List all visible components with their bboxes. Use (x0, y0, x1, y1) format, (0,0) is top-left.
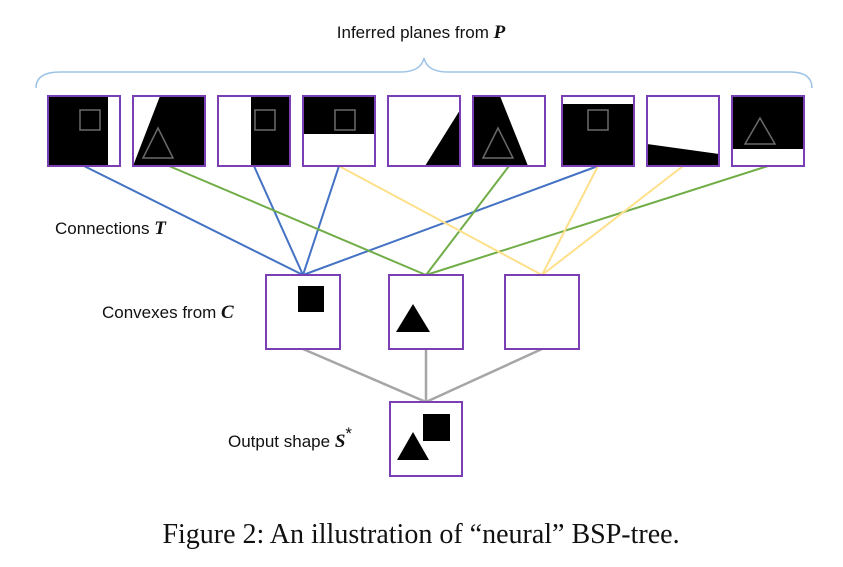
title-label: Inferred planes from P (337, 22, 506, 43)
plane-9 (731, 95, 805, 167)
connection-lines (83, 165, 769, 276)
figure-caption: Figure 2: An illustration of “neural” BS… (162, 519, 679, 550)
convex-square (265, 274, 341, 350)
convexes-label: Convexes from C (102, 302, 234, 323)
output-shape-box (389, 401, 463, 477)
plane-5 (387, 95, 461, 167)
output-label: Output shape S* (228, 424, 352, 452)
planes-brace (35, 57, 813, 89)
connection-line-4 (302, 165, 599, 276)
plane-3 (217, 95, 291, 167)
connection-line-6 (425, 165, 510, 276)
triangle-shape (396, 304, 430, 332)
output-triangle-shape (397, 432, 429, 460)
plane-7 (561, 95, 635, 167)
output-square-shape (423, 414, 450, 441)
connection-line-2 (253, 165, 304, 276)
line-square-to-output (302, 347, 427, 404)
plane-2 (132, 95, 206, 167)
connection-line-10 (541, 165, 684, 276)
plane-6 (472, 95, 546, 167)
output-lines (302, 347, 543, 404)
connection-line-1 (83, 165, 304, 276)
connection-line-7 (425, 165, 769, 276)
convex-triangle (388, 274, 464, 350)
connection-line-9 (541, 165, 599, 276)
connection-line-5 (168, 165, 427, 276)
square-shape (298, 286, 324, 312)
connection-line-3 (302, 165, 340, 276)
plane-8 (646, 95, 720, 167)
connection-line-8 (338, 165, 543, 276)
convex-empty (504, 274, 580, 350)
line-empty-to-output (425, 347, 543, 404)
connections-label: Connections T (55, 218, 167, 239)
plane-1 (47, 95, 121, 167)
plane-4 (302, 95, 376, 167)
